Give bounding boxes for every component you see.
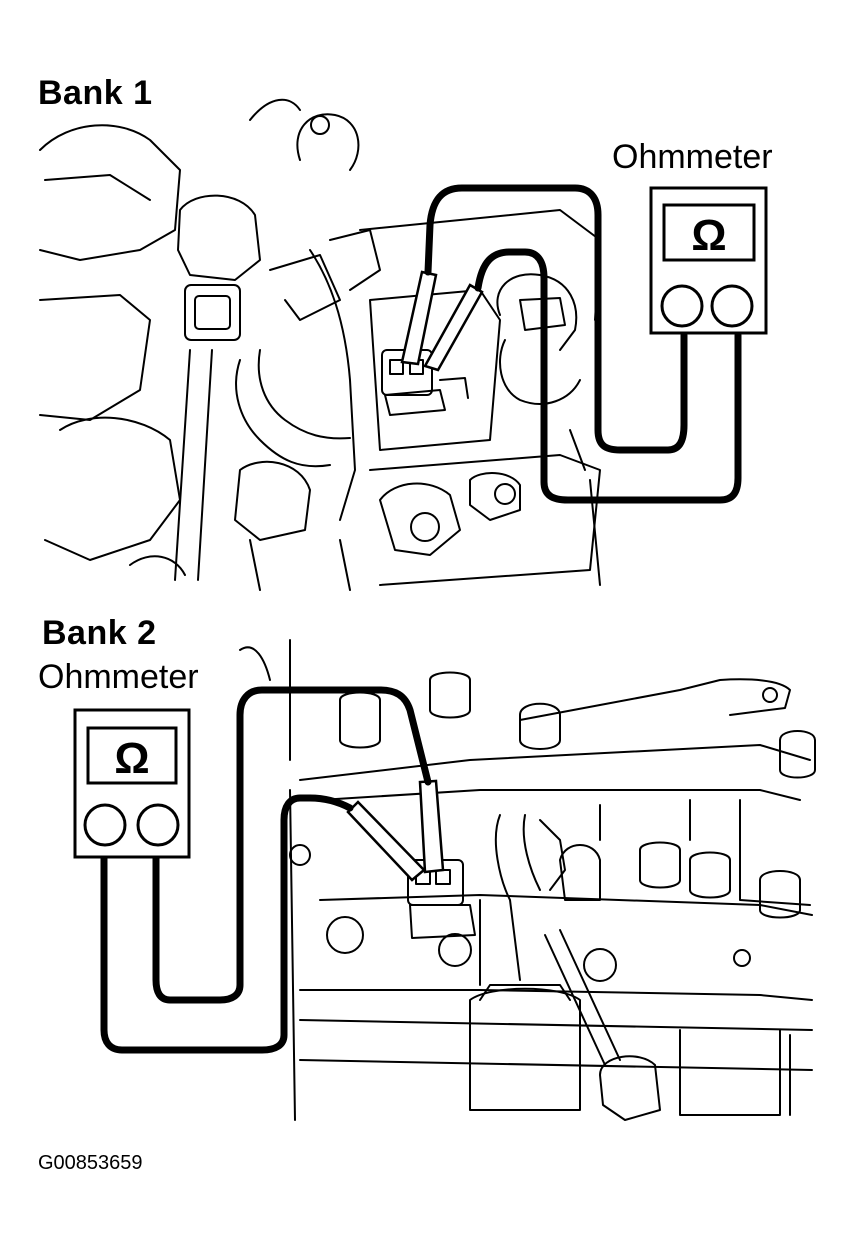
- bank-1-ohmmeter-label: Ohmmeter: [612, 138, 773, 176]
- bank-1-ohm-symbol: Ω: [691, 211, 726, 260]
- bank-2-ohm-symbol: Ω: [114, 734, 149, 783]
- bank-2-engine-illustration: [239, 639, 816, 1121]
- bank-2-ohmmeter: [73, 708, 191, 859]
- bank-2-ohmmeter-label: Ohmmeter: [38, 658, 199, 696]
- bank-2-probes: [346, 779, 445, 882]
- bank-1-title: Bank 1: [38, 74, 153, 112]
- bank-2-test-leads: [100, 686, 432, 1054]
- bank-1-ohmmeter: [649, 186, 768, 335]
- bank-1-test-leads: [424, 184, 742, 504]
- bank-1-probes: [400, 270, 484, 372]
- figure-id: G00853659: [38, 1152, 143, 1174]
- bank-1-engine-illustration: [39, 98, 601, 591]
- bank-2-title: Bank 2: [42, 614, 157, 652]
